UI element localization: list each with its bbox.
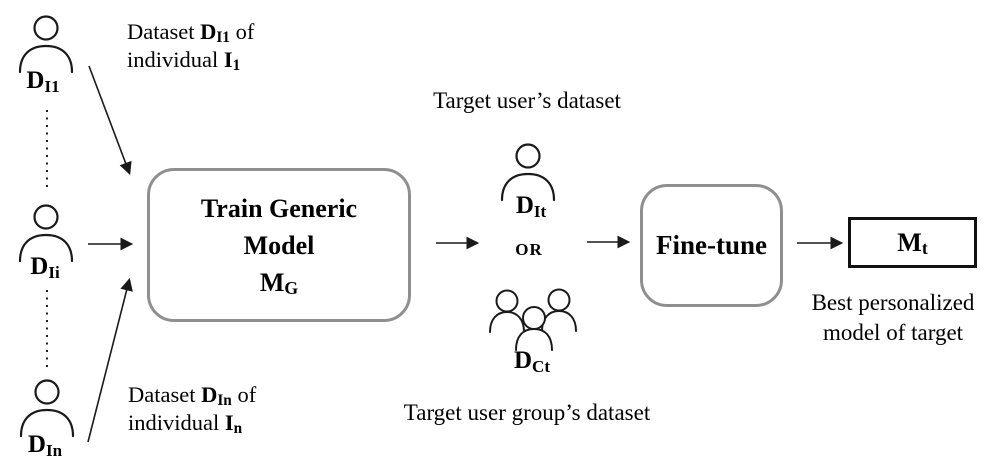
label-dataset-in-main: D <box>27 431 46 458</box>
caption-bottom-suffix: of <box>237 382 257 407</box>
caption-top-line2-prefix: individual <box>127 47 219 72</box>
group-back-left-head <box>495 289 519 313</box>
person-icon-individual-n <box>19 379 75 438</box>
caption-bottom-individual-main: I <box>224 410 234 435</box>
label-dataset-it: DIt <box>515 192 547 221</box>
caption-best-personalized: Best personalized model of target <box>812 288 975 348</box>
fine-tune-box: Fine-tune <box>640 184 783 307</box>
caption-top-individual-symbol: I1 <box>223 47 241 75</box>
caption-bottom-line2-prefix: individual <box>128 410 220 435</box>
train-generic-model-box: Train Generic Model MG <box>147 168 411 322</box>
caption-bottom-dataset-sub: In <box>217 392 232 410</box>
caption-top-individual-main: I <box>223 47 233 72</box>
label-dataset-in-sub: In <box>45 440 63 460</box>
output-caption-line2: model of target <box>822 320 964 345</box>
output-model-symbol-main: M <box>897 227 922 257</box>
arrow-datasetn-to-generic <box>87 277 133 443</box>
caption-dataset-in: Dataset DIn of individual In <box>128 381 256 437</box>
group-back-right-head <box>547 288 571 312</box>
caption-bottom-prefix: Dataset <box>128 382 196 407</box>
caption-top-dataset-sub: I1 <box>216 29 230 47</box>
group-icon-target-group <box>489 288 577 351</box>
label-dataset-i1: DI1 <box>26 67 60 96</box>
caption-top-individual-sub: 1 <box>232 57 241 75</box>
caption-top-dataset-main: D <box>200 19 217 44</box>
label-dataset-ii: DIi <box>30 253 60 282</box>
caption-target-user-dataset: Target user’s dataset <box>433 88 621 113</box>
generic-box-line2: Model <box>243 230 315 260</box>
generic-box-symbol-main: M <box>259 267 285 297</box>
label-dataset-i1-main: D <box>26 67 45 94</box>
caption-target-group-dataset: Target user group’s dataset <box>403 400 651 425</box>
generic-box-line1: Train Generic <box>200 193 358 223</box>
label-dataset-in: DIn <box>27 431 63 460</box>
arrow-dataset1-to-generic <box>88 65 132 175</box>
person-icon-individual-i <box>18 204 74 263</box>
label-dataset-ct: DCt <box>513 347 551 376</box>
caption-bottom-dataset-main: D <box>201 382 218 407</box>
output-model-symbol: Mt <box>897 228 927 258</box>
group-front-shoulders <box>515 327 553 351</box>
caption-top-prefix: Dataset <box>127 19 195 44</box>
label-dataset-it-sub: It <box>533 201 547 221</box>
label-dataset-ct-sub: Ct <box>532 356 551 376</box>
output-model-box: Mt <box>848 217 977 268</box>
person-icon-individual-1 <box>18 15 74 74</box>
output-caption-line1: Best personalized <box>811 290 975 315</box>
output-model-symbol-sub: t <box>921 238 928 259</box>
person-icon-target-user <box>500 143 556 202</box>
label-dataset-ii-main: D <box>30 253 49 280</box>
caption-top-suffix: of <box>235 19 255 44</box>
group-front-head <box>522 306 546 330</box>
generic-box-symbol-sub: G <box>284 278 299 299</box>
label-dataset-it-main: D <box>515 192 534 219</box>
label-dataset-ii-sub: Ii <box>48 262 60 282</box>
caption-bottom-individual-symbol: In <box>224 410 243 438</box>
group-back-left-shoulders <box>489 310 525 333</box>
label-dataset-ct-main: D <box>513 347 533 374</box>
fine-tune-label: Fine-tune <box>656 230 767 260</box>
or-label: OR <box>515 240 543 259</box>
caption-dataset-i1: Dataset DI1 of individual I1 <box>127 18 254 74</box>
caption-top-dataset-symbol: DI1 <box>200 19 230 47</box>
caption-bottom-individual-sub: n <box>233 420 243 438</box>
label-dataset-i1-sub: I1 <box>44 76 60 96</box>
caption-bottom-dataset-symbol: DIn <box>201 382 232 410</box>
generic-box-symbol: MG <box>260 264 298 301</box>
group-back-right-shoulders <box>541 309 577 332</box>
